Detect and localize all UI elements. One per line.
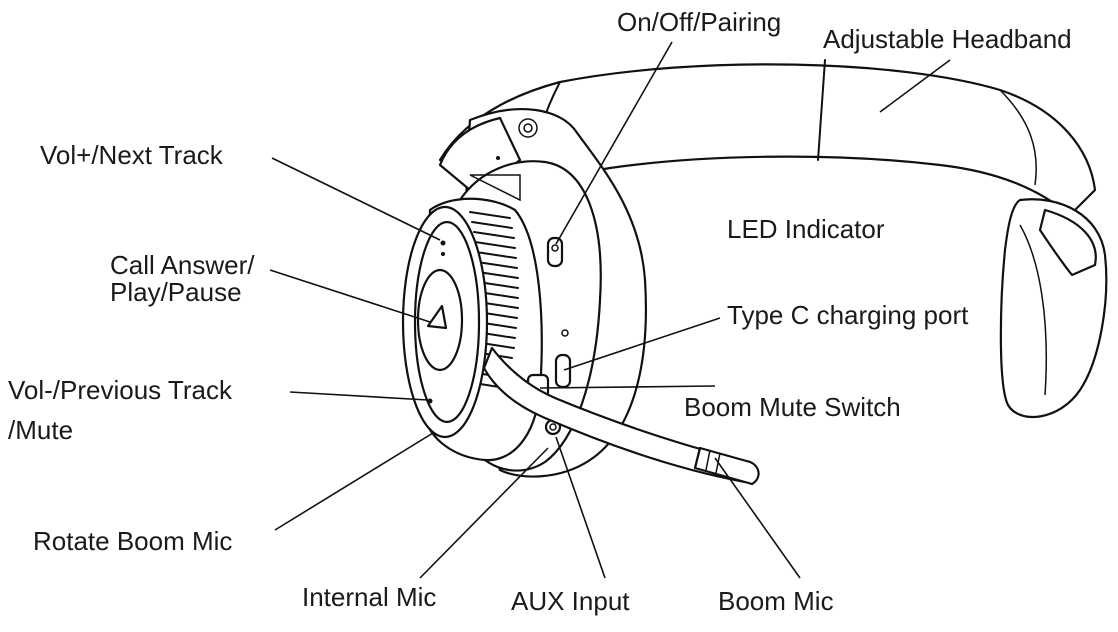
label-mute: /Mute [8,415,74,445]
control-cylinder [401,197,543,462]
leader-rotate-boom [274,432,434,531]
leader-boom-mute [539,385,716,389]
label-play-pause: Play/Pause [110,277,242,307]
leader-internal-mic [419,447,549,579]
leader-vol-down [289,391,429,401]
label-internal-mic: Internal Mic [302,582,437,612]
label-vol-down-previous: Vol-/Previous Track [8,375,232,405]
label-on-off-pairing: On/Off/Pairing [617,7,782,37]
right-ear-cup [999,198,1108,419]
label-aux-input: AUX Input [511,586,630,616]
power-switch [546,236,564,268]
label-adjustable-headband: Adjustable Headband [823,24,1072,54]
leader-type-c [563,317,721,371]
label-boom-mute-switch: Boom Mute Switch [684,392,901,422]
leader-aux [555,436,606,579]
label-call-answer: Call Answer/ [110,250,255,280]
label-boom-mic: Boom Mic [718,586,834,616]
label-type-c-port: Type C charging port [727,300,969,330]
usb-c-port [554,353,572,389]
leader-call-answer [269,269,431,323]
label-vol-up-next-track: Vol+/Next Track [40,140,223,170]
led-indicator-light [561,329,569,337]
label-rotate-boom-mic: Rotate Boom Mic [33,526,233,556]
label-led-indicator: LED Indicator [727,214,885,244]
leader-vol-up [271,157,441,241]
leader-headband [879,59,951,113]
leader-lines [269,41,951,579]
leader-on-off [555,41,673,245]
leader-boom-mic [714,457,801,579]
boom-mic-arm [482,346,760,486]
